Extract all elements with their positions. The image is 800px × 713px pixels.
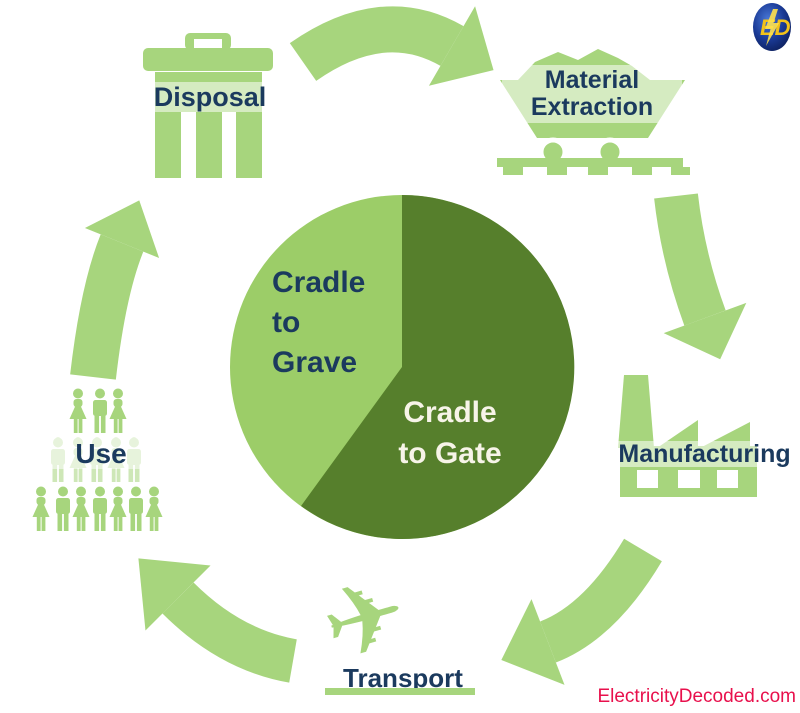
arrow-material-extraction-to-manufacturing-band bbox=[654, 193, 726, 326]
arrow-transport-to-use-band bbox=[162, 582, 298, 683]
manufacturing-label: Manufacturing bbox=[604, 441, 800, 467]
cycle-pie bbox=[230, 194, 575, 539]
stage-transport: ✈ Transport bbox=[310, 554, 488, 700]
disposal-label: Disposal bbox=[140, 82, 280, 112]
lightning-bolt-icon bbox=[765, 9, 779, 46]
person-woman-icon bbox=[72, 486, 90, 531]
person-man-icon bbox=[129, 486, 143, 531]
person-woman-icon bbox=[109, 486, 127, 531]
stage-manufacturing: Manufacturing bbox=[604, 362, 800, 502]
arrow-use-to-disposal-head bbox=[84, 200, 160, 258]
person-woman-icon bbox=[32, 486, 50, 531]
person-woman-icon bbox=[109, 388, 127, 433]
stage-use: Use bbox=[30, 385, 172, 535]
gate-line-2: to Gate bbox=[398, 437, 502, 470]
arrow-material-extraction-to-manufacturing-head bbox=[663, 302, 747, 360]
material-extraction-label: Material Extraction bbox=[502, 65, 682, 123]
use-label: Use bbox=[48, 438, 154, 469]
arrow-disposal-to-material-extraction bbox=[289, 6, 494, 86]
grave-line-3: Grave bbox=[272, 346, 358, 379]
arrow-transport-to-use bbox=[138, 558, 298, 683]
stage-disposal: Disposal bbox=[140, 25, 280, 185]
transport-underline bbox=[325, 688, 475, 695]
arrow-manufacturing-to-transport-band bbox=[539, 538, 662, 663]
arrow-disposal-to-material-extraction-band bbox=[289, 6, 464, 82]
stage-material-extraction: Material Extraction bbox=[490, 40, 695, 175]
arrow-use-to-disposal bbox=[70, 200, 160, 380]
person-man-icon bbox=[93, 486, 107, 531]
grave-line-1: Cradle bbox=[272, 266, 366, 299]
person-woman-icon bbox=[145, 486, 163, 531]
material-extraction-line-1: Material bbox=[544, 66, 640, 94]
arrow-material-extraction-to-manufacturing bbox=[654, 193, 747, 360]
people-row bbox=[69, 388, 127, 433]
website-link[interactable]: ElectricityDecoded.com bbox=[597, 686, 796, 707]
arrow-manufacturing-to-transport-head bbox=[501, 599, 565, 685]
ed-logo: ED bbox=[753, 3, 791, 51]
person-woman-icon bbox=[69, 388, 87, 433]
cradle-to-grave-label: Cradle to Grave bbox=[272, 263, 392, 383]
arrow-manufacturing-to-transport bbox=[501, 538, 662, 685]
grave-line-2: to bbox=[272, 306, 301, 339]
cradle-to-gate-label: Cradle to Gate bbox=[383, 392, 517, 474]
people-row bbox=[32, 486, 163, 531]
person-man-icon bbox=[93, 388, 107, 433]
factory-icon bbox=[618, 375, 757, 497]
person-man-icon bbox=[56, 486, 70, 531]
arrow-disposal-to-material-extraction-head bbox=[428, 6, 494, 86]
arrow-transport-to-use-head bbox=[138, 558, 211, 631]
gate-line-1: Cradle bbox=[403, 396, 497, 429]
cradle-to-gate-wedge bbox=[301, 194, 575, 539]
arrow-use-to-disposal-band bbox=[70, 234, 144, 380]
material-extraction-line-2: Extraction bbox=[530, 93, 654, 121]
